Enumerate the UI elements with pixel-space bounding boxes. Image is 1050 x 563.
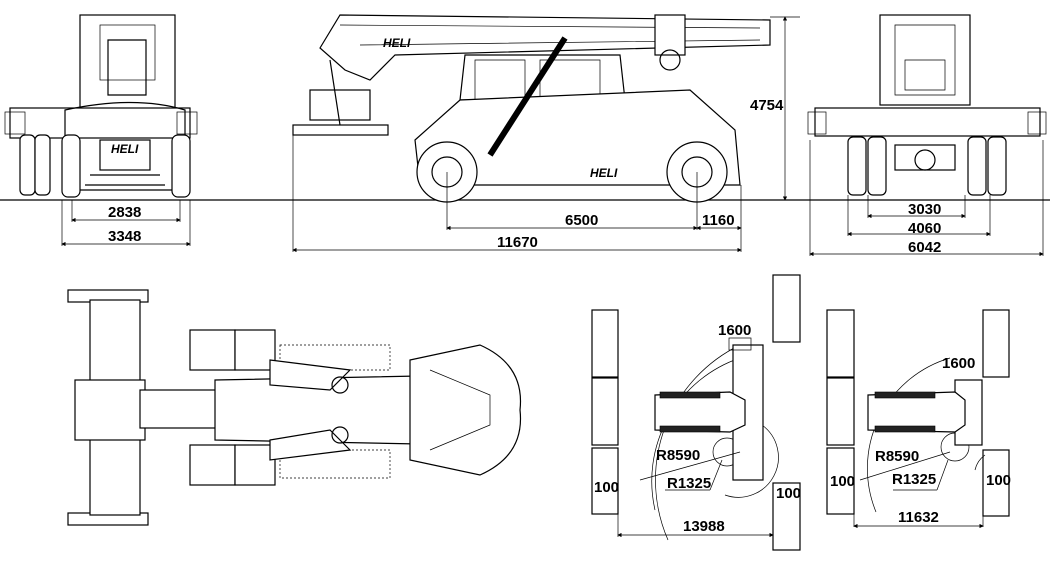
dim-height: 4754: [750, 97, 784, 114]
dim-rear-middle: 4060: [908, 220, 941, 237]
dim-aisle-width-1: 13988: [683, 518, 725, 535]
dim-clearance-right-2: 100: [986, 472, 1011, 489]
side-view: HELI HELI 6500 1160 11670 4754: [292, 14, 800, 253]
dim-container-width-1: 1600: [718, 322, 751, 339]
dim-inner-radius-1: R1325: [667, 475, 711, 492]
top-view: [67, 289, 522, 526]
dim-aisle-width-2: 11632: [898, 509, 939, 526]
dim-spreader-width: 6042: [908, 239, 941, 256]
dim-overall-width: 3348: [108, 228, 141, 245]
dim-wheelbase: 6500: [565, 212, 598, 229]
turning-diagram-40ft: 1600 R8590 R1325 100 100 11632: [826, 309, 1011, 529]
dim-inner-track: 2838: [108, 204, 141, 221]
dim-inner-radius-2: R1325: [892, 471, 936, 488]
dim-rear-inner: 3030: [908, 201, 941, 218]
dim-clearance-right-1: 100: [776, 485, 801, 502]
dim-rear-overhang: 1160: [702, 212, 735, 229]
turning-diagram-20ft: 1600 R8590 R1325 100 100 13988: [591, 274, 801, 551]
dim-clearance-left-2: 100: [830, 473, 855, 490]
dim-outer-radius-2: R8590: [875, 448, 919, 465]
dim-container-width-2: 1600: [942, 355, 975, 372]
brand-logo-boom: HELI: [383, 36, 411, 50]
brand-logo-side: HELI: [590, 166, 618, 180]
dim-outer-radius-1: R8590: [656, 447, 700, 464]
dim-clearance-left-1: 100: [594, 479, 619, 496]
dim-overall-length: 11670: [497, 234, 538, 251]
rear-view: 3030 4060 6042: [807, 14, 1047, 257]
brand-logo-front: HELI: [111, 142, 139, 156]
front-view: HELI 2838 3348: [4, 14, 198, 247]
